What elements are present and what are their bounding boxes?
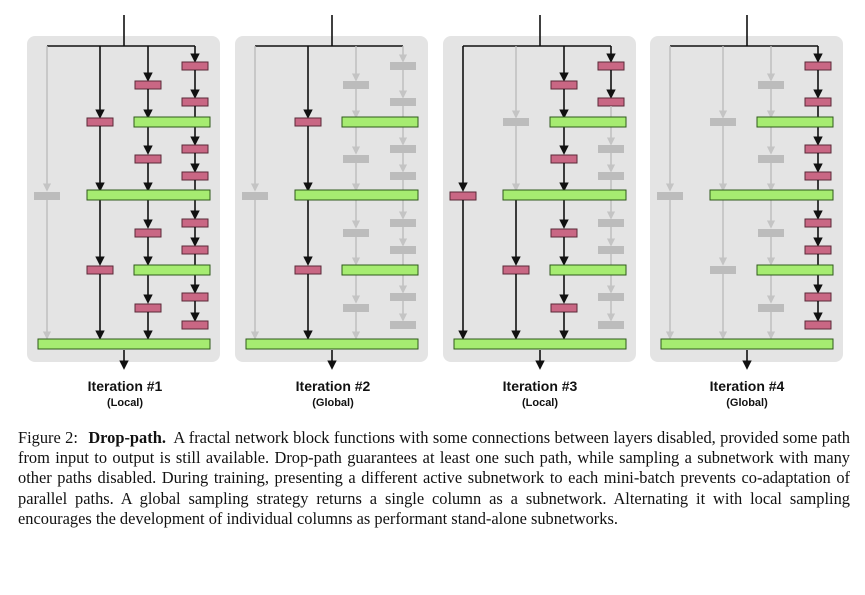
conv-layer: [758, 304, 784, 312]
conv-layer: [390, 246, 416, 254]
iteration-mode: (Local): [521, 397, 559, 409]
join-layer: [453, 338, 627, 350]
join-layer: [37, 338, 211, 350]
conv-layer: [550, 154, 578, 164]
conv-layer: [758, 229, 784, 237]
conv-layer: [34, 192, 60, 200]
conv-layer: [134, 80, 162, 90]
join-layer: [756, 264, 834, 276]
conv-layer: [181, 61, 209, 71]
conv-layer: [598, 145, 624, 153]
fractal-panel: [27, 15, 220, 370]
conv-layer: [181, 218, 209, 228]
conv-layer: [343, 304, 369, 312]
conv-layer: [134, 303, 162, 313]
join-layer: [341, 264, 419, 276]
conv-layer: [181, 245, 209, 255]
panel-label-2: Iteration #2 (Global): [233, 378, 433, 409]
conv-layer: [294, 117, 322, 127]
conv-layer: [598, 172, 624, 180]
conv-layer: [181, 320, 209, 330]
conv-layer: [598, 219, 624, 227]
join-layer: [549, 264, 627, 276]
conv-layer: [390, 62, 416, 70]
conv-layer: [598, 293, 624, 301]
fractal-panel: [443, 15, 636, 370]
join-layer: [756, 116, 834, 128]
conv-layer: [390, 172, 416, 180]
conv-layer: [390, 321, 416, 329]
iteration-title: Iteration #3: [502, 378, 578, 394]
iteration-mode: (Local): [106, 397, 144, 409]
conv-layer: [134, 228, 162, 238]
conv-layer: [597, 61, 625, 71]
conv-layer: [343, 229, 369, 237]
conv-layer: [181, 144, 209, 154]
iteration-title: Iteration #4: [709, 378, 785, 394]
join-layer: [245, 338, 419, 350]
conv-layer: [343, 155, 369, 163]
conv-layer: [181, 171, 209, 181]
panel-label-1: Iteration #1 (Local): [25, 378, 225, 409]
join-layer: [341, 116, 419, 128]
conv-layer: [550, 228, 578, 238]
drop-path-figure: [27, 15, 843, 370]
conv-layer: [390, 293, 416, 301]
conv-layer: [804, 292, 832, 302]
iteration-title: Iteration #2: [295, 378, 371, 394]
iteration-mode: (Global): [312, 397, 354, 409]
panel-label-3: Iteration #3 (Local): [440, 378, 640, 409]
join-layer: [86, 189, 211, 201]
conv-layer: [502, 265, 530, 275]
conv-layer: [181, 292, 209, 302]
conv-layer: [804, 171, 832, 181]
conv-layer: [86, 117, 114, 127]
conv-layer: [390, 219, 416, 227]
join-layer: [502, 189, 627, 201]
join-layer: [549, 116, 627, 128]
conv-layer: [598, 321, 624, 329]
caption-title: Drop-path.: [88, 428, 166, 447]
join-layer: [709, 189, 834, 201]
conv-layer: [804, 61, 832, 71]
conv-layer: [758, 81, 784, 89]
join-layer: [660, 338, 834, 350]
conv-layer: [86, 265, 114, 275]
iteration-title: Iteration #1: [87, 378, 163, 394]
caption-body: A fractal network block functions with s…: [18, 428, 850, 528]
conv-layer: [550, 303, 578, 313]
conv-layer: [710, 266, 736, 274]
conv-layer: [390, 145, 416, 153]
conv-layer: [598, 246, 624, 254]
conv-layer: [804, 320, 832, 330]
conv-layer: [758, 155, 784, 163]
conv-layer: [657, 192, 683, 200]
conv-layer: [390, 98, 416, 106]
join-layer: [133, 264, 211, 276]
conv-layer: [343, 81, 369, 89]
conv-layer: [804, 245, 832, 255]
panel-label-4: Iteration #4 (Global): [647, 378, 847, 409]
conv-layer: [804, 97, 832, 107]
conv-layer: [449, 191, 477, 201]
conv-layer: [804, 144, 832, 154]
conv-layer: [597, 97, 625, 107]
iteration-mode: (Global): [726, 397, 768, 409]
conv-layer: [710, 118, 736, 126]
conv-layer: [503, 118, 529, 126]
fractal-panel: [650, 15, 843, 370]
fractal-panel: [235, 15, 428, 370]
figure-caption: Figure 2: Drop-path. A fractal network b…: [18, 428, 850, 529]
conv-layer: [550, 80, 578, 90]
join-layer: [133, 116, 211, 128]
conv-layer: [181, 97, 209, 107]
caption-figure-number: Figure 2:: [18, 428, 78, 447]
conv-layer: [804, 218, 832, 228]
conv-layer: [242, 192, 268, 200]
conv-layer: [294, 265, 322, 275]
join-layer: [294, 189, 419, 201]
conv-layer: [134, 154, 162, 164]
